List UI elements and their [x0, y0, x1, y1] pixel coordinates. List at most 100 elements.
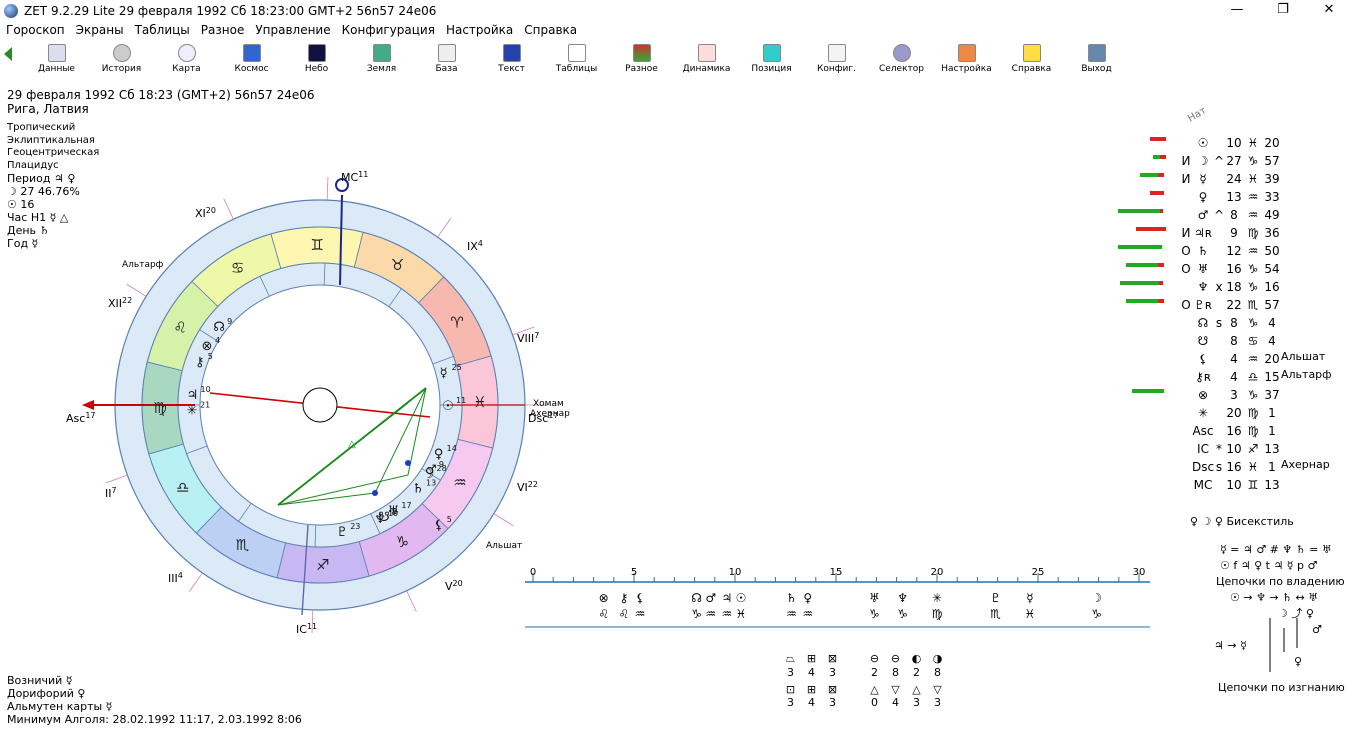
star-alshat-label: Альшат: [486, 541, 522, 551]
toolbar-cosmos-button[interactable]: Космос: [219, 41, 284, 81]
house-cusp-tick: [188, 572, 203, 592]
hemisphere-icon: ◑: [932, 652, 943, 665]
scale-planet-icon: ♀: [803, 591, 812, 605]
toolbar: Данные История Карта Космос Небо Земля Б…: [0, 41, 1352, 81]
zodiac-sign-icon: ♒: [453, 474, 466, 492]
menu-config[interactable]: Конфигурация: [341, 23, 435, 37]
toolbar-position-button[interactable]: Позиция: [739, 41, 804, 81]
config-icon: [827, 44, 846, 62]
param-house-system: Плацидус: [7, 159, 59, 171]
position-row[interactable]: И☽^27♑57: [1180, 152, 1282, 170]
chart-planet-degree: 28: [437, 464, 447, 473]
toolbar-history-button[interactable]: История: [89, 41, 154, 81]
menu-help[interactable]: Справка: [524, 23, 578, 37]
tools-icon: [957, 44, 976, 62]
toolbar-tables-button[interactable]: Таблицы: [544, 41, 609, 81]
scale-planet-icon: ⚷: [620, 591, 629, 605]
stat-count: [843, 666, 864, 679]
chart-planet-icon: ☋: [378, 510, 390, 525]
ic-label: IC11: [296, 622, 317, 636]
position-motion-flag: s: [1215, 460, 1223, 474]
position-sign-glyph: ♓: [1247, 460, 1259, 474]
stat-count: 3: [913, 696, 920, 709]
zodiac-sign-icon: ♍: [153, 399, 166, 417]
aspect-bisextile: ♀ ☽ ♀ Бисекстиль: [1190, 515, 1294, 528]
scale-planet-icon: ♂: [705, 591, 716, 605]
toolbar-selector-button[interactable]: Селектор: [869, 41, 934, 81]
menu-misc[interactable]: Разное: [200, 23, 245, 37]
zodiac-sector: [195, 506, 287, 579]
toolbar-sky-button[interactable]: Небо: [284, 41, 349, 81]
toolbar-dynamics-button[interactable]: Динамика: [674, 41, 739, 81]
position-row[interactable]: ☉10♓20: [1180, 134, 1282, 152]
dignity-bar: [1153, 155, 1165, 159]
toolbar-settings-button[interactable]: Настройка: [934, 41, 999, 81]
scale-tick-label: 25: [1032, 567, 1045, 578]
house-cusp-tick: [223, 198, 234, 220]
menu-settings[interactable]: Настройка: [445, 23, 514, 37]
menu-horoscope[interactable]: Гороскоп: [6, 23, 65, 37]
toolbar-chart-button[interactable]: Карта: [154, 41, 219, 81]
position-row[interactable]: И☿24♓39: [1180, 170, 1282, 188]
toolbar-exit-button[interactable]: Выход: [1064, 41, 1129, 81]
position-sign-glyph: ♑: [1247, 316, 1259, 330]
toolbar-misc-button[interactable]: Разное: [609, 41, 674, 81]
minimize-button[interactable]: —: [1230, 2, 1244, 17]
position-degree: 22: [1226, 298, 1242, 312]
position-row[interactable]: ☋8♋4: [1180, 332, 1282, 350]
toolbar-config-button[interactable]: Конфиг.: [804, 41, 869, 81]
chart-planet-icon: ♇: [336, 525, 348, 540]
position-minutes: 33: [1264, 190, 1280, 204]
pos-star-alshat: Альшат: [1281, 350, 1326, 363]
position-row[interactable]: ♀13♒33: [1180, 188, 1282, 206]
star-altarf-label: Альтарф: [122, 260, 164, 270]
zodiac-sector: [353, 231, 445, 304]
menu-control[interactable]: Управление: [255, 23, 331, 37]
sign-band-outer: [141, 226, 499, 584]
menu-tables[interactable]: Таблицы: [134, 23, 190, 37]
sky-icon: [307, 44, 326, 62]
scale-planet-icon: ♄: [786, 591, 797, 605]
dignity-bar: [1140, 173, 1164, 177]
position-row[interactable]: ⊗3♑37: [1180, 386, 1282, 404]
chart-planet-icon: ✳: [187, 403, 198, 418]
hemisphere-icon: ⊖: [869, 652, 880, 665]
position-row[interactable]: ♂^8♒49: [1180, 206, 1282, 224]
stat-count: 2: [871, 666, 878, 679]
house-8-label: VIII7: [517, 331, 539, 345]
position-row[interactable]: ✳20♍1: [1180, 404, 1282, 422]
chart-icon: [177, 44, 196, 62]
misc-icon: [632, 44, 651, 62]
toolbar-earth-button[interactable]: Земля: [349, 41, 414, 81]
menu-screens[interactable]: Экраны: [75, 23, 124, 37]
chart-planet-icon: ☊: [213, 320, 225, 335]
dignity-bar: [1118, 245, 1162, 249]
toolbar-text-button[interactable]: Текст: [479, 41, 544, 81]
toolbar-help-button[interactable]: Справка: [999, 41, 1064, 81]
house-cusp-tick: [493, 513, 514, 527]
moon-aspect-node-icon: [405, 460, 411, 466]
position-row[interactable]: ⚸4♒20: [1180, 350, 1282, 368]
hemisphere-icon: ⊖: [890, 652, 901, 665]
back-arrow-icon[interactable]: [4, 47, 12, 61]
toolbar-database-button[interactable]: База: [414, 41, 479, 81]
position-row[interactable]: О♄12♒50: [1180, 242, 1282, 260]
dignity-bar: [1160, 209, 1163, 213]
maximize-button[interactable]: ❐: [1277, 2, 1289, 17]
position-row[interactable]: IC*10♐13: [1180, 440, 1282, 458]
dignity-bar: [1118, 209, 1162, 213]
param-year: Год ☿: [7, 237, 39, 250]
chart-planet-degree: 13: [426, 478, 436, 487]
position-row[interactable]: О♅16♑54: [1180, 260, 1282, 278]
close-button[interactable]: ✕: [1323, 2, 1335, 17]
cross-icon: ⊞: [806, 683, 817, 696]
toolbar-data-button[interactable]: Данные: [24, 41, 89, 81]
